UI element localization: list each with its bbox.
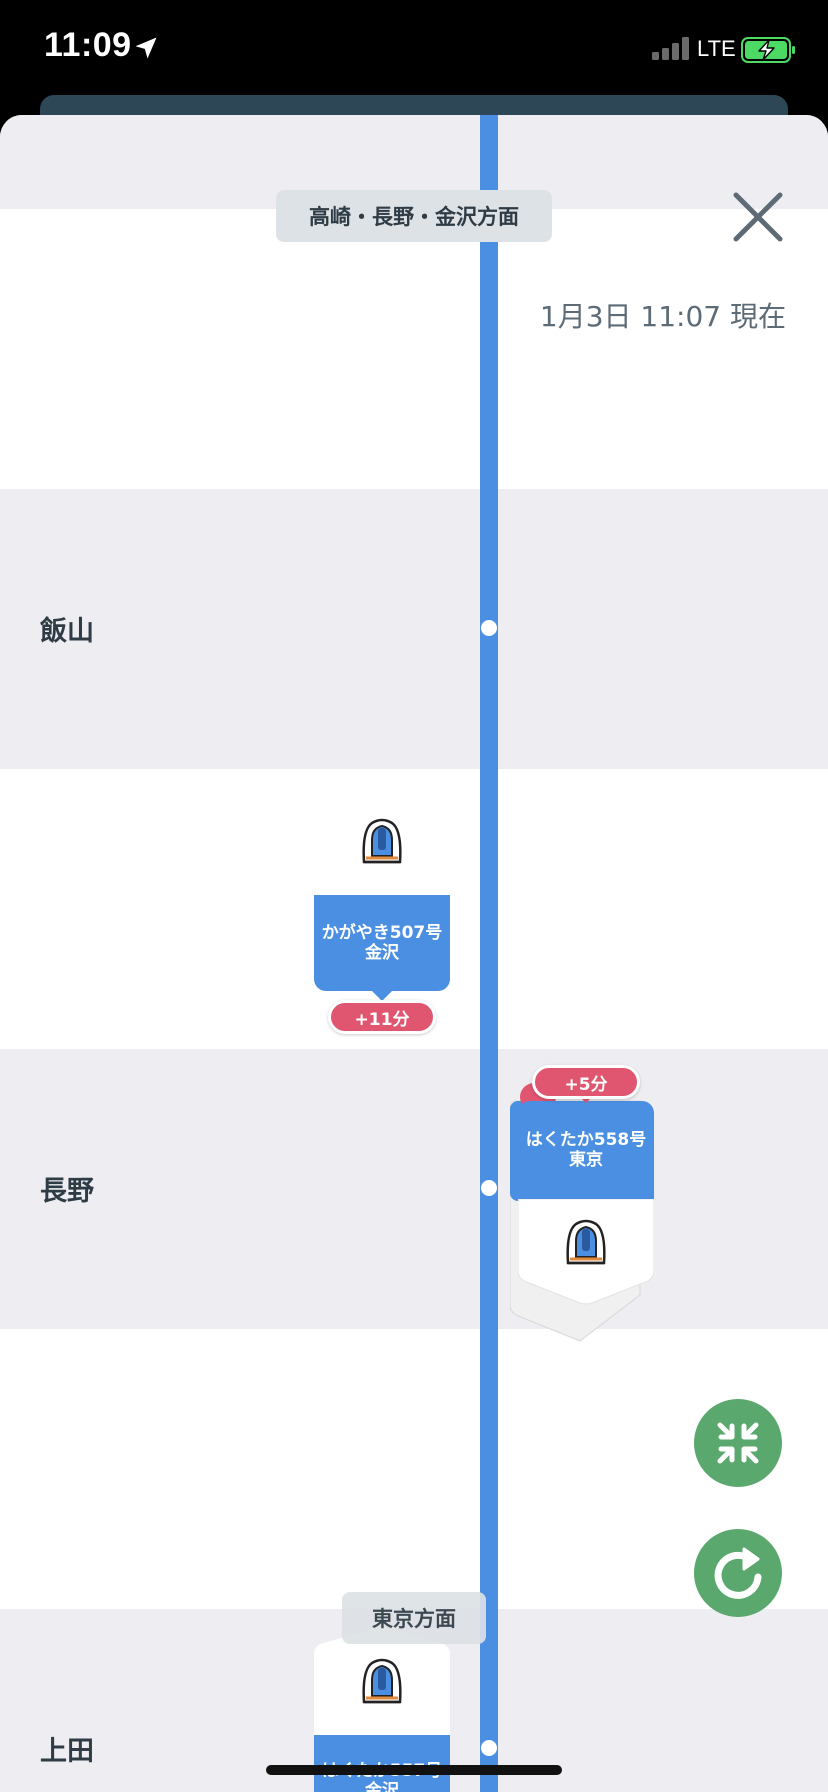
updated-timestamp: 1月3日 11:07 現在 [539, 300, 786, 333]
band-station-iiyama [0, 489, 828, 769]
station-dot-nagano [481, 1180, 497, 1196]
direction-label-down: 東京方面 [342, 1592, 486, 1644]
battery-charging-icon [741, 37, 795, 63]
rail-line [480, 115, 498, 1792]
shinkansen-icon [362, 1658, 402, 1704]
station-dot-ueda [481, 1740, 497, 1756]
home-indicator[interactable] [266, 1765, 562, 1775]
train-name-block: かがやき507号 金沢 [314, 895, 450, 991]
train-card-kagayaki-507[interactable]: かがやき507号 金沢 +11分 [314, 786, 450, 1037]
network-type: LTE [697, 36, 736, 61]
shinkansen-icon [566, 1219, 606, 1265]
status-time: 11:09 [44, 26, 132, 64]
station-label-nagano[interactable]: 長野 [40, 1176, 94, 1207]
train-name-block: はくたか558号 東京 [518, 1101, 654, 1199]
collapse-button[interactable] [694, 1399, 782, 1487]
delay-badge: +11分 [328, 1000, 436, 1034]
close-icon[interactable] [732, 191, 784, 243]
train-destination: 東京 [569, 1150, 603, 1170]
collapse-arrows-icon [717, 1422, 759, 1464]
badge-pointer [372, 991, 392, 1001]
band-segment [0, 209, 828, 489]
signal-icon [652, 36, 690, 60]
direction-label-up: 高崎・長野・金沢方面 [276, 190, 552, 242]
refresh-icon [714, 1547, 762, 1599]
location-arrow-icon [135, 37, 157, 59]
band-segment [0, 1329, 828, 1609]
station-label-ueda[interactable]: 上田 [40, 1736, 94, 1767]
status-bar: 11:09 LTE [0, 0, 828, 96]
train-name: かがやき507号 [321, 923, 443, 943]
band-station-nagano [0, 1049, 828, 1329]
delay-badge: +5分 [532, 1065, 640, 1099]
train-card-hakutaka-558[interactable]: はくたか558号 東京 +5分 [510, 1065, 654, 1355]
station-dot-iiyama [481, 620, 497, 636]
route-sheet[interactable]: 飯山 長野 上田 高崎・長野・金沢方面 1月3日 11:07 現在 かがやき50… [0, 115, 828, 1792]
train-name-block: はくたか557号 金沢 [314, 1735, 450, 1792]
refresh-button[interactable] [694, 1529, 782, 1617]
train-destination: 金沢 [365, 1781, 399, 1792]
shinkansen-icon [362, 818, 402, 864]
station-label-iiyama[interactable]: 飯山 [40, 616, 94, 647]
train-destination: 金沢 [365, 943, 399, 963]
train-name: はくたか558号 [525, 1130, 647, 1150]
